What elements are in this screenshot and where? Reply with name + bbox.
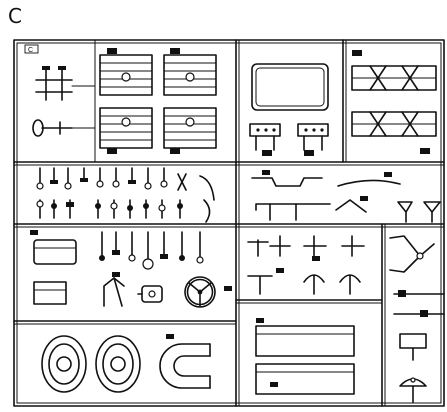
part-shift-levers: [99, 231, 204, 270]
part-long-panel-lower: [255, 363, 355, 395]
part-grille-panel-4: [163, 107, 217, 154]
part-seat-plate: [33, 281, 67, 305]
part-funnel-pair: [397, 201, 441, 223]
part-fender-u: [159, 334, 211, 389]
part-grille-panel-1: [99, 48, 153, 96]
part-tie-rod-lower: [255, 196, 368, 221]
sprue-corner-tag: C: [24, 44, 39, 54]
part-tire-2: [95, 335, 141, 393]
part-knob-row-upper: [36, 167, 215, 201]
part-mirror-stand: [399, 377, 427, 403]
part-shaft-pair: [393, 290, 445, 317]
part-small-plate-1: [249, 123, 281, 156]
part-lamp-housing: [399, 333, 427, 361]
part-grille-panel-3: [99, 107, 153, 154]
sprue-runners: [13, 39, 445, 407]
part-tie-rod-upper: [251, 170, 401, 187]
part-lever: [32, 119, 96, 137]
part-grille-panel-2: [163, 48, 217, 96]
corner-tag-letter: C: [28, 47, 33, 54]
part-knob-row-lower: [36, 199, 211, 223]
part-axle-link: [389, 235, 435, 273]
part-long-panel-upper: [255, 318, 355, 357]
part-pedal-set: [103, 272, 125, 307]
sprue-letter-label: C: [8, 4, 22, 28]
sprue-outer-frame: [13, 39, 445, 407]
part-tire-1: [41, 335, 87, 393]
part-steering-wheel: [184, 276, 232, 308]
part-small-housing: [137, 285, 163, 303]
part-bracket-row-upper: [247, 235, 365, 261]
part-x-brace-panel-2: [351, 111, 437, 154]
part-small-plate-2: [297, 123, 329, 156]
part-bracket-row-lower: [247, 268, 361, 295]
part-battery-box: [30, 230, 77, 265]
part-tow-bracket: [35, 66, 96, 101]
part-window-frame: [251, 63, 329, 111]
part-x-brace-panel-1: [351, 50, 437, 91]
